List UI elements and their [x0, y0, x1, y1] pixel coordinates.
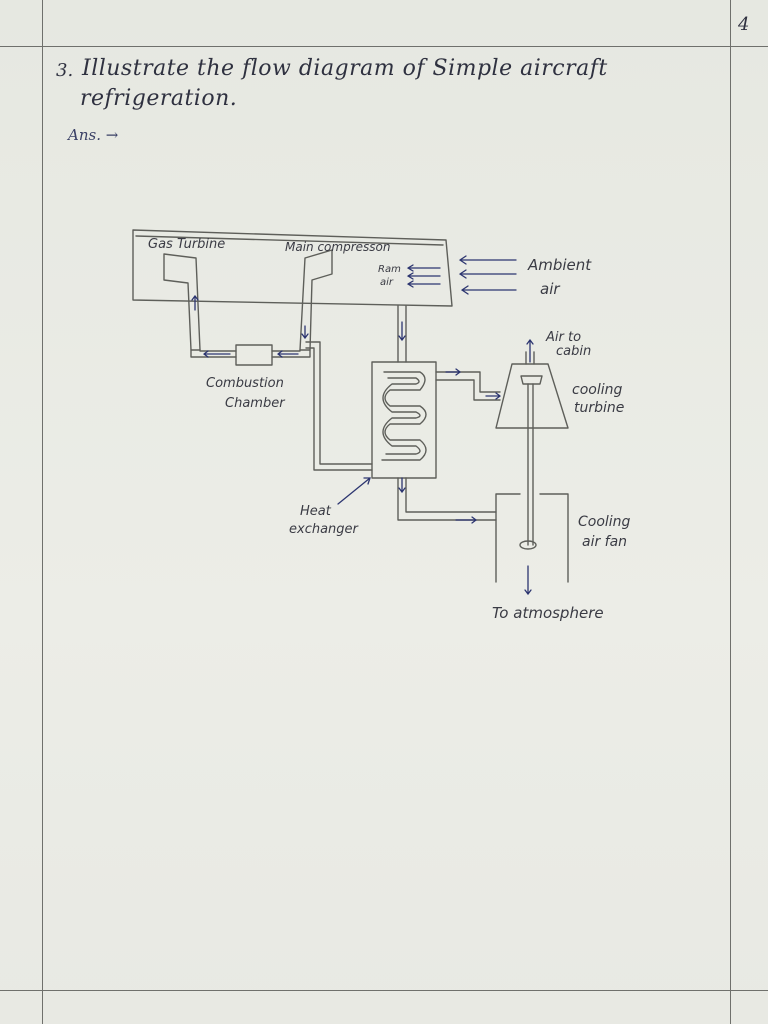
label-ram: Ram	[378, 264, 401, 275]
label-chamber: Chamber	[225, 396, 285, 411]
pipe-turbine-combustion	[190, 349, 237, 358]
combustion-left-arrow	[202, 350, 231, 358]
ram-down-arrow	[398, 321, 406, 342]
turbine-fan-shaft	[527, 383, 534, 546]
right-margin-rule	[730, 0, 731, 1024]
hx-out-down-arrow	[398, 477, 406, 494]
fan-in-arrow	[455, 516, 478, 524]
cooling-turbine	[495, 363, 569, 429]
engine-housing	[132, 229, 453, 307]
label-exchanger: exchanger	[289, 522, 358, 537]
label-cooling-fan: Cooling	[578, 514, 631, 530]
ram-duct	[397, 305, 407, 363]
turbine-up-arrow	[191, 294, 199, 311]
label-ambient: Ambient	[528, 256, 592, 274]
ram-arrow-2	[406, 272, 441, 280]
fan-housing	[495, 493, 569, 583]
ambient-arrow-2	[458, 269, 517, 279]
label-main-compressor: Main compresson	[285, 240, 391, 254]
question-line-2: refrigeration.	[80, 86, 238, 111]
label-cabin: cabin	[556, 344, 592, 359]
label-heat: Heat	[300, 504, 331, 519]
label-gas-turbine: Gas Turbine	[148, 237, 226, 252]
hx-to-turbine-arrow	[445, 368, 462, 376]
question-line-1: Illustrate the flow diagram of Simple ai…	[82, 56, 608, 81]
label-combustion: Combustion	[206, 376, 284, 391]
label-air-to: Air to	[546, 330, 582, 345]
ram-arrow-1	[406, 264, 441, 272]
label-ram-air: air	[380, 277, 394, 288]
bottom-rule	[0, 990, 768, 991]
page-number: 4	[738, 14, 750, 35]
heat-exchanger-coil	[381, 371, 427, 461]
cooling-fan	[519, 540, 537, 550]
cabin-up-arrow	[526, 338, 534, 363]
ambient-arrow-1	[458, 255, 517, 265]
bleed-pipe	[305, 341, 373, 471]
combustion-chamber	[235, 344, 273, 366]
ambient-arrow-3	[460, 285, 517, 295]
heat-exchanger-pointer	[337, 477, 371, 505]
left-margin-rule	[42, 0, 43, 1024]
label-ambient-air: air	[540, 280, 560, 298]
heat-exchanger-box	[371, 361, 437, 479]
engine-housing-inner	[135, 235, 444, 246]
compressor-down-arrow	[301, 325, 309, 340]
label-air-fan: air fan	[582, 534, 628, 550]
ram-arrow-3	[406, 280, 441, 288]
label-cooling: cooling	[572, 382, 623, 398]
turbine-in-arrow	[485, 392, 502, 400]
combustion-in-arrow	[276, 350, 299, 358]
question-number: 3.	[56, 60, 74, 81]
answer-label: Ans. →	[68, 126, 119, 144]
top-rule	[0, 46, 768, 47]
label-to-atmosphere: To atmosphere	[492, 604, 604, 622]
atmosphere-down-arrow	[524, 565, 532, 596]
label-turbine: turbine	[574, 400, 625, 416]
hx-exhaust-pipe	[397, 477, 497, 521]
